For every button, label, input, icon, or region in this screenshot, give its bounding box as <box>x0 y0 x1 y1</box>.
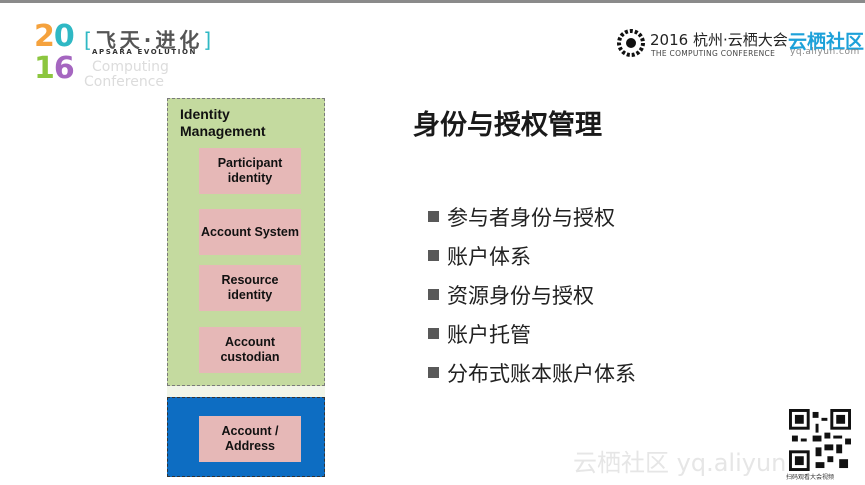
account-address-box: Account / Address <box>199 416 301 462</box>
account-system-box: Account System <box>199 209 301 255</box>
bullet-text: 账户体系 <box>447 244 531 269</box>
bullet-item: 参与者身份与授权 <box>428 197 636 236</box>
bullet-item: 账户体系 <box>428 236 636 275</box>
resource-identity-box: Resource identity <box>199 265 301 311</box>
participant-identity-box: Participant identity <box>199 148 301 194</box>
conference-logo-icon <box>617 29 645 57</box>
conference-title: 2016 杭州·云栖大会 <box>650 31 788 49</box>
square-bullet-icon <box>428 328 439 339</box>
logo-year-top: 20 <box>34 19 75 54</box>
watermark: 云栖社区 yq.aliyun <box>573 449 787 477</box>
bullet-item: 分布式账本账户体系 <box>428 353 636 392</box>
bullet-item: 资源身份与授权 <box>428 275 636 314</box>
panel-separator <box>167 386 325 397</box>
identity-management-title: Identity Management <box>180 106 266 139</box>
yunqi-logo: 云栖社区 <box>788 31 865 53</box>
slide-title: 身份与授权管理 <box>413 110 602 141</box>
bullet-text: 账户托管 <box>447 322 531 347</box>
bullet-text: 分布式账本账户体系 <box>447 361 636 386</box>
square-bullet-icon <box>428 250 439 261</box>
square-bullet-icon <box>428 289 439 300</box>
logo-ghost-text-1: Computing <box>92 59 169 75</box>
qr-caption: 扫码观看大会视频 <box>786 474 835 481</box>
apsara-logo: 20 16 [飞天·进化] APSARA EVOLUTION Computing… <box>34 22 224 92</box>
yunqi-url: yq.aliyun.com <box>790 47 860 57</box>
logo-year-bottom: 16 <box>34 51 75 86</box>
square-bullet-icon <box>428 367 439 378</box>
logo-ghost-text-2: Conference <box>84 74 165 90</box>
account-custodian-box: Account custodian <box>199 327 301 373</box>
logo-name-en: APSARA EVOLUTION <box>92 48 197 56</box>
conference-subtitle: THE COMPUTING CONFERENCE <box>651 49 776 58</box>
square-bullet-icon <box>428 211 439 222</box>
bullet-list: 参与者身份与授权 账户体系 资源身份与授权 账户托管 分布式账本账户体系 <box>428 197 636 392</box>
logo-name-cn: [飞天·进化] <box>84 28 216 52</box>
top-border <box>0 0 865 3</box>
bullet-item: 账户托管 <box>428 314 636 353</box>
bullet-text: 参与者身份与授权 <box>447 205 615 230</box>
bullet-text: 资源身份与授权 <box>447 283 594 308</box>
qr-code-icon[interactable] <box>789 409 851 471</box>
